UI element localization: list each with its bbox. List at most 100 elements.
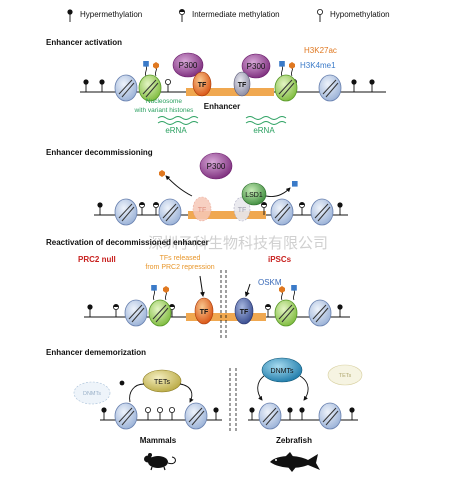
oskm-label: OSKM bbox=[258, 278, 282, 287]
dnmts-protein bbox=[261, 357, 303, 383]
erna-label: eRNA bbox=[253, 126, 275, 135]
variant-nucleosome bbox=[274, 74, 298, 102]
lsd1-protein bbox=[241, 182, 267, 206]
cpg-intermediate bbox=[298, 201, 306, 216]
p300-protein bbox=[241, 53, 271, 79]
section-title-dememorization: Enhancer dememorization bbox=[46, 348, 146, 357]
legend-hypo-label: Hypomethylation bbox=[330, 10, 390, 19]
ipscs-label: iPSCs bbox=[268, 255, 292, 264]
erna-label: eRNA bbox=[165, 126, 187, 135]
methyl-mark-icon bbox=[292, 181, 298, 187]
mammals-label: Mammals bbox=[140, 436, 177, 445]
p300-label: P300 bbox=[247, 62, 266, 71]
section-title-reactivation: Reactivation of decommissioned enhancer bbox=[46, 238, 209, 247]
cpg-hyper bbox=[86, 303, 94, 318]
h3k4me1-mark-icon bbox=[142, 60, 150, 77]
dnmts-arrow bbox=[257, 375, 265, 401]
enhancer-region bbox=[188, 211, 266, 219]
tf-faded-label: TF bbox=[238, 207, 247, 214]
p300-label: P300 bbox=[179, 61, 198, 70]
h3k27ac-mark-icon bbox=[162, 285, 170, 301]
tf-faded-label: TF bbox=[198, 207, 207, 214]
cpg-hyper bbox=[298, 406, 306, 421]
h3k27ac-mark-icon bbox=[288, 61, 296, 77]
p300-label: P300 bbox=[207, 162, 226, 171]
cpg-hypo bbox=[164, 78, 172, 93]
dnmts-arrow bbox=[299, 375, 309, 401]
variant-nucleosome bbox=[148, 299, 172, 327]
p300-protein bbox=[172, 52, 204, 78]
hypermethylation-icon bbox=[66, 8, 74, 23]
panel-enhancer-decommissioning: Enhancer decommissioning TF TF P300 LSD1 bbox=[46, 148, 348, 226]
cpg-hyper bbox=[348, 406, 356, 421]
cpg-intermediate bbox=[264, 303, 272, 318]
legend-hyper-label: Hypermethylation bbox=[80, 10, 142, 19]
zebrafish-label: Zebrafish bbox=[276, 436, 312, 445]
enhancer-label: Enhancer bbox=[204, 102, 240, 111]
tf-label: TF bbox=[238, 82, 247, 89]
cpg-intermediate bbox=[112, 303, 120, 318]
cpg-hypo bbox=[144, 406, 152, 421]
nucleosome bbox=[318, 402, 342, 430]
erna-wave bbox=[157, 121, 199, 125]
nucleosome bbox=[258, 402, 282, 430]
p300-protein bbox=[199, 152, 233, 180]
nucleosome bbox=[308, 299, 332, 327]
dnmts-faded-protein bbox=[73, 381, 111, 405]
panel-reactivation: Reactivation of decommissioned enhancer … bbox=[46, 238, 350, 340]
tf-binding-arrow bbox=[199, 275, 205, 297]
nucleosome-caption-line1: Nucleosome bbox=[146, 98, 183, 105]
enhancer-region bbox=[186, 88, 274, 96]
tf-oskm-protein bbox=[234, 297, 254, 325]
cpg-hypo bbox=[168, 406, 176, 421]
hypomethylation-icon bbox=[316, 8, 324, 23]
acetyl-mark-icon bbox=[159, 170, 165, 177]
cpg-hyper bbox=[336, 303, 344, 318]
h3k4me1-mark-icon bbox=[278, 60, 286, 77]
legend-inter-label: Intermediate methylation bbox=[192, 10, 280, 19]
cpg-hyper bbox=[286, 406, 294, 421]
cpg-hyper bbox=[248, 406, 256, 421]
cpg-hyper bbox=[96, 201, 104, 216]
mouse-icon bbox=[144, 453, 176, 471]
cpg-hyper bbox=[350, 78, 358, 93]
tets-arrow bbox=[129, 383, 145, 403]
tf-released-protein bbox=[192, 196, 212, 222]
intermediate-methylation-icon bbox=[178, 8, 186, 23]
nucleosome bbox=[124, 299, 148, 327]
nucleosome-caption-line2: with variant histones bbox=[134, 107, 195, 114]
cpg-hyper bbox=[82, 78, 90, 93]
tf-label: TF bbox=[200, 309, 209, 316]
nucleosome bbox=[184, 402, 208, 430]
nucleosome bbox=[318, 74, 342, 102]
cpg-hypo bbox=[156, 406, 164, 421]
tf-released-protein bbox=[233, 196, 251, 222]
tf-protein bbox=[192, 71, 212, 97]
nucleosome bbox=[310, 198, 334, 226]
legend: Hypermethylation Intermediate methylatio… bbox=[66, 8, 390, 23]
cpg-hyper bbox=[100, 406, 108, 421]
nucleosome bbox=[114, 74, 138, 102]
cpg-hyper bbox=[212, 406, 220, 421]
cpg-hyper bbox=[336, 201, 344, 216]
panel-enhancer-activation: Enhancer activation P300 TF P300 TF H3K2… bbox=[46, 38, 386, 135]
cpg-intermediate bbox=[152, 201, 160, 216]
methyl-group-icon bbox=[119, 380, 125, 386]
h3k27ac-label: H3K27ac bbox=[304, 46, 337, 55]
h3k4me1-mark-icon bbox=[290, 284, 298, 301]
panel-dememorization: Enhancer dememorization TETs DNMTs Mamma… bbox=[46, 348, 363, 472]
erna-wave bbox=[245, 116, 287, 120]
nucleosome bbox=[114, 198, 138, 226]
acetyl-removal-arrow bbox=[165, 175, 193, 197]
erna-wave bbox=[157, 116, 199, 120]
methyl-removal-arrow bbox=[265, 187, 291, 197]
tets-faded-protein bbox=[327, 364, 363, 386]
section-title-decommissioning: Enhancer decommissioning bbox=[46, 148, 153, 157]
nucleosome bbox=[114, 402, 138, 430]
tets-protein bbox=[142, 369, 182, 393]
cpg-hyper bbox=[98, 78, 106, 93]
nucleosome bbox=[270, 198, 294, 226]
tf-protein bbox=[233, 71, 251, 97]
cpg-intermediate bbox=[138, 201, 146, 216]
